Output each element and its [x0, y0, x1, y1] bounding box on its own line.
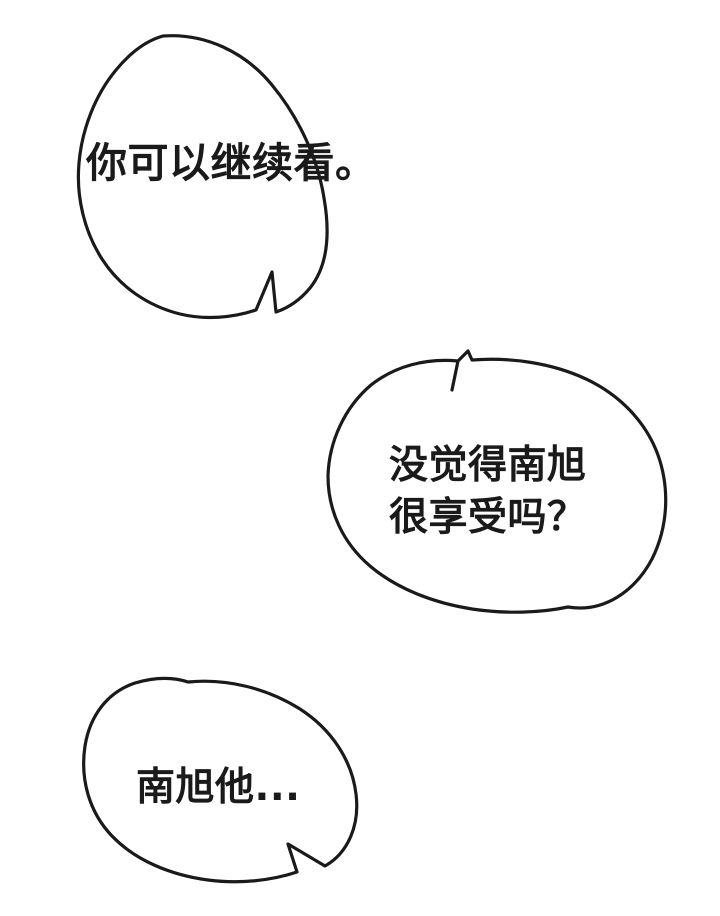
bubble-1-text: 你可以继续看。: [86, 139, 377, 187]
bubble-3-text: 南旭他...: [136, 765, 301, 810]
bubble-2-line-2: 很享受吗？: [389, 494, 587, 540]
bubble-2-text: 没觉得南旭很享受吗？: [389, 440, 587, 544]
bubble-2-line-1: 没觉得南旭: [389, 443, 587, 488]
